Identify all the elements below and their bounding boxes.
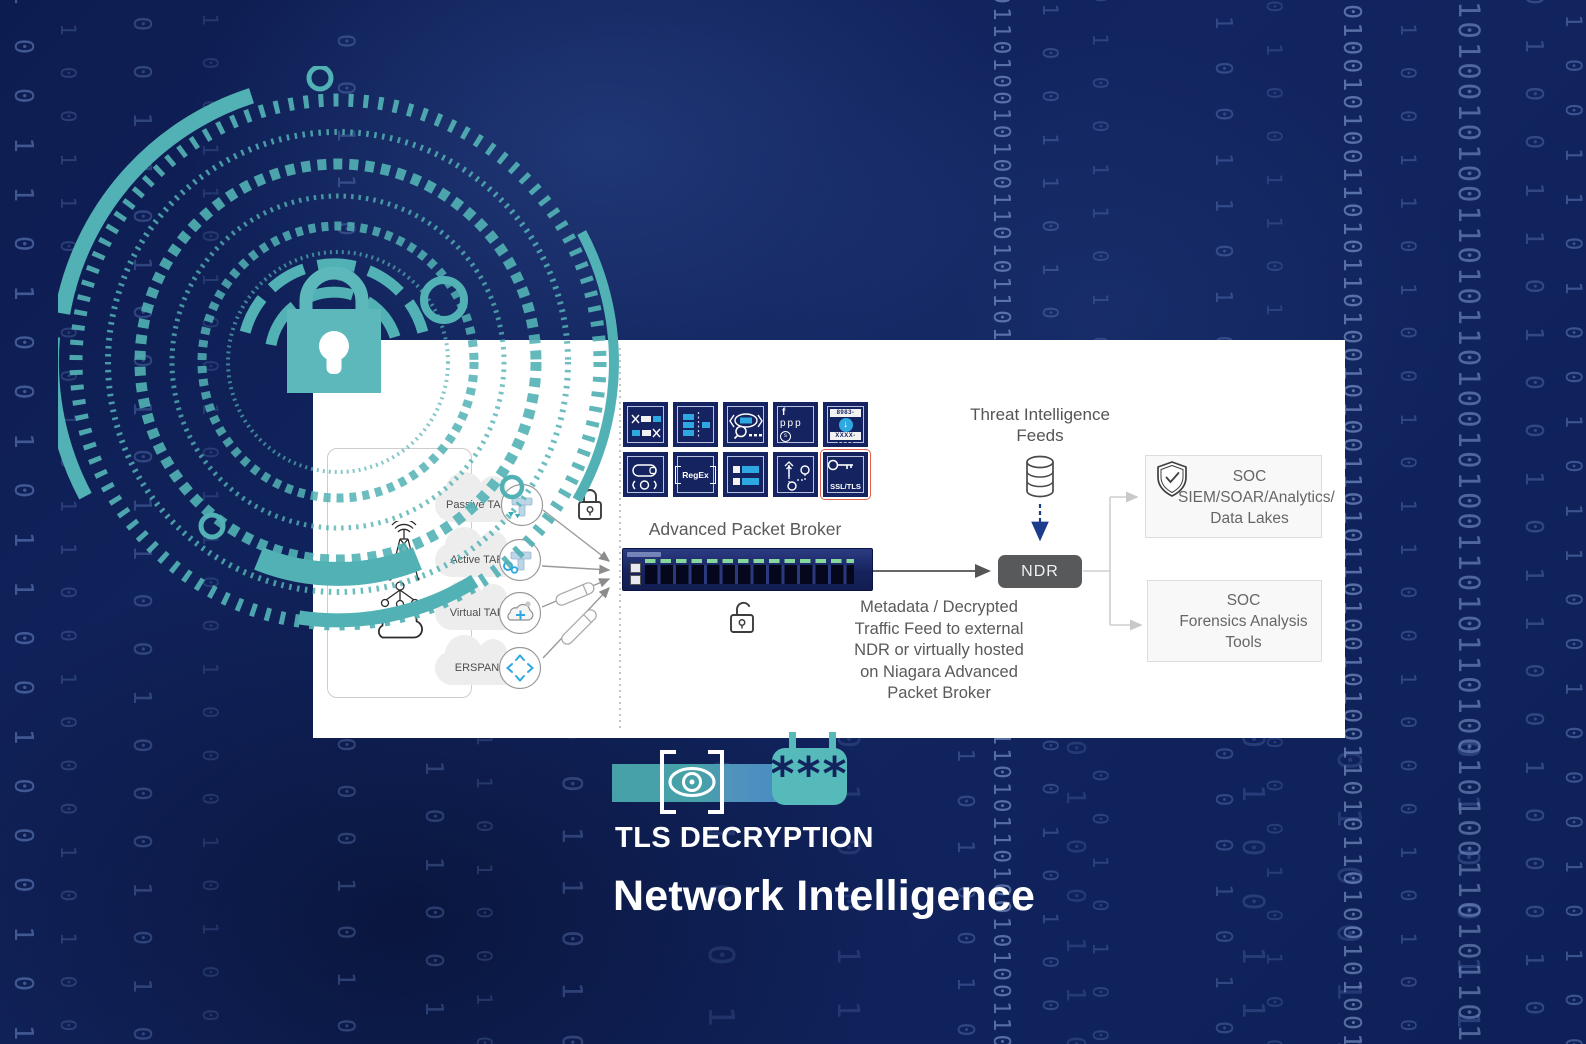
binary-decor: 0 1 0 0 1 1 0 1 0 0 1 0 1 1 0 0 1 0 0 0 … xyxy=(1060,740,1090,1044)
device-logo xyxy=(627,552,661,557)
cloud-icon xyxy=(378,609,423,639)
regex-filter-icon: RegEx xyxy=(673,452,718,497)
binary-decor: 0110100101001101011010010100110101101001… xyxy=(1452,0,1486,1044)
binary-decor: 0 1 0 0 1 1 0 1 0 0 1 0 1 1 0 0 1 0 0 0 … xyxy=(8,0,38,1044)
tunnel-decap-icon xyxy=(623,452,668,497)
threat-intelligence-label: Threat Intelligence Feeds xyxy=(970,405,1110,445)
binary-decor: 0 1 0 0 1 1 0 1 0 0 1 0 1 1 0 0 1 0 0 0 … xyxy=(1396,0,1420,1044)
password-mask-icon: *** xyxy=(772,748,847,805)
mask-top-value: 8983-2874 xyxy=(830,409,861,424)
diagram-panel: Passive TAP Active TAP Virtual TAP ERSPA… xyxy=(313,340,1345,738)
device-ports xyxy=(645,565,854,584)
shield-check-icon xyxy=(1157,461,1187,497)
facebook-glyph: f xyxy=(782,407,786,418)
binary-decor: 0 1 0 0 1 1 0 1 0 0 1 0 1 1 0 0 1 0 0 0 … xyxy=(1235,730,1270,1044)
passive-tap-icon xyxy=(500,483,544,527)
mask-bottom-value: XXXX-XXXX xyxy=(830,432,861,447)
eye-scan-icon xyxy=(660,750,724,814)
radio-tower-icon xyxy=(388,521,420,581)
database-icon xyxy=(1026,455,1054,498)
binary-decor: 0 1 0 0 1 1 0 1 0 0 1 0 1 1 0 0 1 0 0 0 … xyxy=(198,0,222,1044)
decrypted-unlock-icon xyxy=(730,601,754,633)
load-balancing-icon xyxy=(723,452,768,497)
binary-decor: 0 1 0 0 1 1 0 1 0 0 1 0 1 1 0 0 1 0 0 0 … xyxy=(1450,740,1485,1044)
data-masking-icon: 8983-2874 XXXX-XXXX xyxy=(823,402,868,447)
packet-broker-device xyxy=(622,548,873,591)
active-tap-icon xyxy=(498,538,542,582)
erspan-cloud xyxy=(435,635,519,685)
ssl-tls-label: SSL/TLS xyxy=(830,482,861,491)
broker-feature-icons: f ppp s 8983-2874 XXXX-XXXX RegEx xyxy=(623,402,871,500)
packet-slicing-icon xyxy=(623,402,668,447)
binary-decor: 0 1 0 0 1 1 0 1 0 0 1 0 1 1 0 0 1 0 0 0 … xyxy=(1520,0,1549,1044)
virtual-tap-icon xyxy=(498,591,542,635)
deduplication-icon xyxy=(673,402,718,447)
virtual-tap-capsule xyxy=(555,582,595,606)
social-circle-glyph: s xyxy=(780,431,791,442)
network-intelligence-title: Network Intelligence xyxy=(613,872,1036,920)
ssl-tls-decryption-icon: SSL/TLS xyxy=(820,449,871,500)
binary-decor: 0 1 0 0 1 1 0 1 0 0 1 0 1 1 0 0 1 0 0 0 … xyxy=(128,0,157,1044)
erspan-capsule xyxy=(561,609,597,645)
download-arrow-icon xyxy=(838,417,853,432)
flow-mapping-icon xyxy=(773,452,818,497)
metadata-note: Metadata / Decrypted Traffic Feed to ext… xyxy=(854,598,1024,702)
application-filter-icon: f ppp s xyxy=(773,402,818,447)
soc-siem-box: SOC SIEM/SOAR/Analytics/ Data Lakes xyxy=(1145,455,1335,538)
binary-decor: 0 1 0 0 1 1 0 1 0 0 1 0 1 1 0 0 1 0 0 0 … xyxy=(1560,0,1585,1044)
binary-decor: 0 1 0 0 1 1 0 1 0 0 1 0 1 1 0 0 1 0 0 0 … xyxy=(56,0,80,1044)
advanced-packet-broker-label: Advanced Packet Broker xyxy=(648,519,842,539)
packet-inspection-icon xyxy=(723,402,768,447)
ndr-box: NDR xyxy=(998,555,1082,588)
regex-label: RegEx xyxy=(682,469,709,480)
password-lock-prong xyxy=(789,732,796,750)
tls-decryption-heading: TLS DECRYPTION xyxy=(615,822,874,854)
erspan-icon xyxy=(498,646,542,690)
password-lock-prong xyxy=(829,732,836,750)
pinterest-glyphs: ppp xyxy=(780,418,803,429)
encrypted-lock-icon xyxy=(578,489,602,520)
erspan-label: ERSPAN xyxy=(454,662,500,674)
binary-decor: 0 1 0 0 1 1 0 1 0 0 1 0 1 1 0 0 1 0 0 0 … xyxy=(1330,750,1369,1044)
soc-forensics-box: SOC Forensics Analysis Tools xyxy=(1147,580,1322,662)
